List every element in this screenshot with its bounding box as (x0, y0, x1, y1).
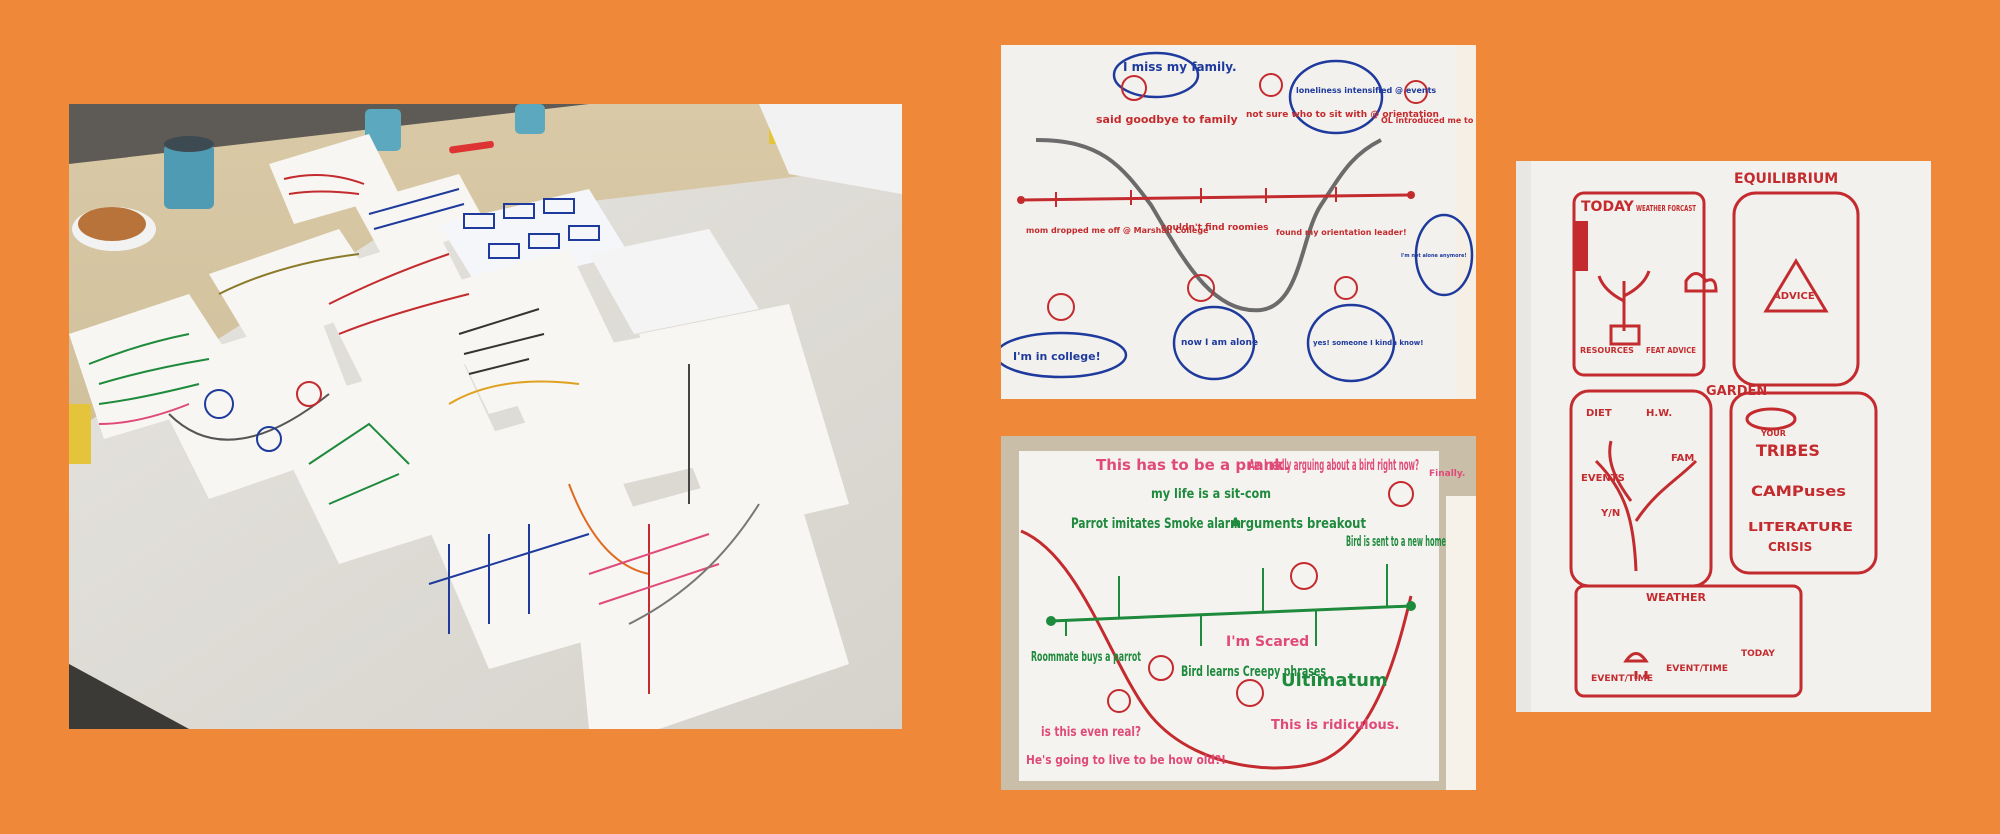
happy-face-icon (1047, 293, 1075, 321)
parrot-storyboard-drawing: This has to be a prank. Am I really argu… (1001, 436, 1476, 790)
cloud-icon (1684, 272, 1718, 293)
pastry-plate (72, 207, 156, 251)
happy-face-icon (1404, 80, 1428, 104)
label-diet: DIET (1586, 408, 1612, 419)
note-finally: Finally. (1429, 469, 1465, 479)
workshop-table-photo (69, 104, 902, 729)
label-your: YOUR (1760, 429, 1786, 438)
thought-cloud (1414, 213, 1474, 297)
note-miss-family: I miss my family. (1123, 60, 1237, 74)
label-fam: FAM (1671, 453, 1694, 464)
college-journey-drawing: I miss my family. said goodbye to family… (1001, 45, 1476, 399)
triangle-icon (1763, 258, 1829, 313)
label-equilibrium: EQUILIBRIUM (1734, 171, 1838, 187)
label-event-time-2: EVENT/TIME (1666, 664, 1728, 674)
note-sitcom: my life is a sit-com (1151, 487, 1271, 502)
label-event-time-1: EVENT/TIME (1591, 674, 1653, 684)
label-advice: ADVICE (1773, 291, 1815, 302)
worried-face-icon (1259, 73, 1283, 97)
marker-pen (449, 140, 494, 154)
sad-face-icon (1121, 75, 1147, 101)
note-arguing: Am I really arguing about a bird right n… (1249, 456, 1419, 474)
label-feat-advice: FEAT ADVICE (1646, 346, 1696, 355)
plant-icon (1609, 324, 1641, 346)
calendar-icon (1574, 221, 1588, 271)
note-roommate: Roommate buys a parrot (1031, 650, 1141, 665)
scared-face-icon (1236, 679, 1264, 707)
emotion-curve (1035, 138, 1382, 313)
paper-scribbles (88, 174, 760, 694)
rain-cloud-icon (1623, 652, 1649, 679)
concept-sketch-sheet: TODAY WEATHER FORCAST EQUILIBRIUM ADVICE… (1516, 161, 1931, 712)
today-panel (1572, 191, 1706, 377)
pot-icon (1745, 407, 1797, 431)
annoyed-face-icon (1148, 655, 1174, 681)
note-loneliness: loneliness intensified @ events (1296, 86, 1436, 95)
label-today-small: TODAY (1741, 649, 1775, 659)
note-prank: This has to be a prank. (1096, 456, 1290, 474)
note-bird-learns: Bird learns Creepy phrases (1181, 664, 1326, 680)
label-crisis: CRISIS (1768, 540, 1812, 554)
thought-cloud (1001, 331, 1128, 379)
note-parrot-imitates: Parrot imitates Smoke alarm (1071, 516, 1241, 532)
parrot-storyboard: This has to be a prank. Am I really argu… (1001, 436, 1476, 790)
label-weather-forecast: WEATHER FORCAST (1636, 204, 1696, 213)
thought-cloud (1172, 305, 1256, 381)
note-leader: found my orientation leader! (1276, 228, 1407, 237)
note-alone: now I am alone (1181, 338, 1258, 348)
note-not-sure: not sure who to sit with @ orientation (1246, 110, 1439, 120)
label-today: TODAY (1581, 199, 1635, 215)
note-scared: I'm Scared (1226, 634, 1309, 650)
thought-cloud (1112, 51, 1200, 99)
note-mom: mom dropped me off @ Marshall College (1026, 226, 1209, 235)
timeline-axis (1050, 604, 1412, 623)
label-literature: LITERATURE (1748, 520, 1853, 534)
label-resources: RESOURCES (1580, 346, 1634, 355)
angry-face-icon (1290, 562, 1318, 590)
equilibrium-panel (1732, 191, 1860, 387)
note-roomies: couldn't find roomies (1161, 223, 1268, 233)
college-journey-storyboard: I miss my family. said goodbye to family… (1001, 45, 1476, 399)
coffee-cup (365, 104, 545, 151)
note-new-home: Bird is sent to a new home (1346, 534, 1446, 550)
note-real: is this even real? (1041, 725, 1141, 740)
smiling-face-icon (1334, 276, 1358, 300)
happy-face-icon (1388, 481, 1414, 507)
timeline-axis (1020, 193, 1412, 202)
emotion-curve (1020, 529, 1413, 770)
thought-cloud (1306, 303, 1396, 383)
label-hw: H.W. (1646, 408, 1672, 419)
note-goodbye: said goodbye to family (1096, 113, 1238, 126)
label-campuses: CAMPuses (1751, 484, 1846, 500)
label-yn: Y/N (1600, 508, 1620, 519)
note-arguments: Arguments breakout (1231, 516, 1366, 532)
label-weather: WEATHER (1646, 591, 1707, 604)
note-ultimatum: Ultimatum (1281, 670, 1388, 691)
workshop-table-scene (69, 104, 902, 729)
note-ol-intro: OL introduced me to other students (1381, 116, 1476, 125)
sad-face-icon (1187, 274, 1215, 302)
note-someone: yes! someone I kinda know! (1313, 339, 1423, 347)
concept-sketch-drawing: TODAY WEATHER FORCAST EQUILIBRIUM ADVICE… (1516, 161, 1931, 712)
coffee-cup (164, 136, 214, 209)
note-im-in-college: I'm in college! (1013, 350, 1101, 363)
label-tribes: TRIBES (1756, 441, 1820, 460)
label-events: EVENTS (1581, 473, 1625, 484)
note-live-to-be: He's going to live to be how old?! (1026, 753, 1226, 767)
thought-cloud (1288, 59, 1384, 135)
shocked-face-icon (1107, 689, 1131, 713)
weather-panel (1574, 584, 1803, 698)
label-garden: GARDEN (1706, 384, 1767, 399)
tribes-panel (1729, 391, 1878, 575)
note-ridiculous: This is ridiculous. (1271, 718, 1399, 733)
note-not-alone: I'm not alone anymore! (1401, 253, 1467, 259)
